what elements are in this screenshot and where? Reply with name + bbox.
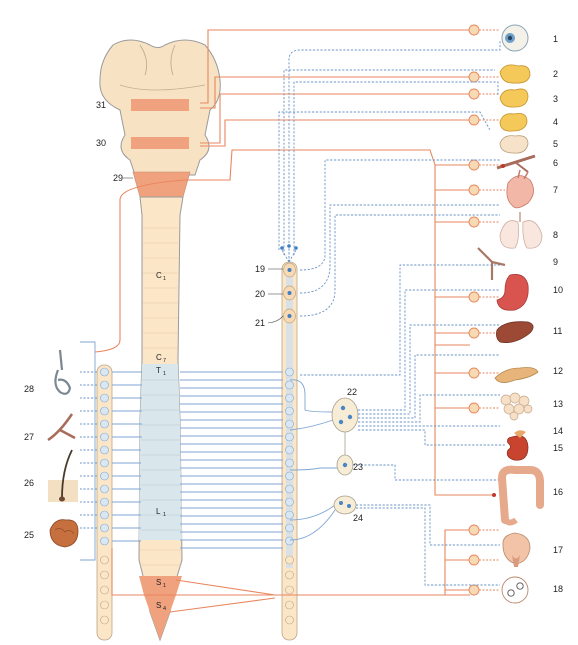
segment-l1-sub: 1 [163, 512, 166, 518]
label-6: 6 [553, 158, 558, 168]
salivary-gland-icon [499, 112, 528, 132]
adrenal-vessel-icon [477, 247, 506, 280]
label-10: 10 [553, 285, 563, 295]
liver-icon [496, 321, 534, 343]
number-labels: 1 2 3 4 5 6 7 8 9 10 11 12 13 14 15 16 1… [24, 34, 563, 594]
pancreas-icon [494, 367, 539, 383]
label-16: 16 [553, 487, 563, 497]
label-21: 21 [255, 318, 265, 328]
kidney-icon [506, 430, 529, 461]
label-28: 28 [24, 384, 34, 394]
sympathetic-postganglionic-fibers [278, 40, 505, 586]
label-1: 1 [553, 34, 558, 44]
label-5: 5 [553, 139, 558, 149]
reproductive-organs-icon [501, 576, 529, 604]
segment-c7: C [156, 353, 162, 362]
sympathetic-preganglionic-fibers [112, 371, 345, 549]
segment-s1: S [156, 578, 161, 587]
hair-follicle-icon [48, 449, 78, 502]
lungs-icon [499, 212, 543, 249]
segment-c7-sub: 7 [163, 358, 166, 364]
label-17: 17 [553, 545, 563, 555]
sympathetic-ganglion-dots [280, 244, 298, 318]
skin-sympathetic-fibers [80, 371, 97, 529]
label-7: 7 [553, 185, 558, 195]
label-14: 14 [553, 426, 563, 436]
lacrimal-gland-icon [499, 64, 531, 84]
heart-icon [506, 169, 534, 209]
arteriole-icon [47, 413, 76, 442]
label-2: 2 [553, 69, 558, 79]
segment-s4: S [156, 601, 161, 610]
colon-icon [492, 465, 544, 526]
spinal-cord [138, 196, 184, 642]
bladder-icon [502, 532, 531, 567]
label-15: 15 [553, 443, 563, 453]
skin-bracket [80, 341, 96, 561]
parasympathetic-fibers [94, 29, 495, 613]
leader-lines [123, 177, 284, 324]
blood-vessel-icon [496, 154, 536, 173]
label-4: 4 [553, 117, 558, 127]
eye-icon [501, 24, 529, 52]
sublingual-gland-icon [499, 135, 529, 154]
label-9: 9 [553, 257, 558, 267]
label-23: 23 [353, 462, 363, 472]
segment-labels: C 1 C 7 T 1 L 1 S 1 S 4 [156, 271, 166, 612]
label-12: 12 [553, 366, 563, 376]
segment-c1-sub: 1 [163, 276, 166, 282]
label-3: 3 [553, 94, 558, 104]
label-13: 13 [553, 399, 563, 409]
label-24: 24 [353, 513, 363, 523]
segment-c1: C [156, 271, 162, 280]
segment-l1: L [156, 507, 161, 516]
label-25: 25 [24, 530, 34, 540]
label-27: 27 [24, 432, 34, 442]
sweat-gland-icon [54, 349, 72, 395]
segment-t1: T [156, 366, 161, 375]
label-26: 26 [24, 478, 34, 488]
left-sympathetic-chain [96, 364, 113, 641]
label-18: 18 [553, 584, 563, 594]
label-20: 20 [255, 289, 265, 299]
label-22: 22 [347, 387, 357, 397]
segment-s4-sub: 4 [163, 606, 166, 612]
segment-t1-sub: 1 [163, 371, 166, 377]
label-29: 29 [113, 173, 123, 183]
intestine-icon [500, 392, 533, 421]
label-11: 11 [553, 326, 562, 336]
segment-s1-sub: 1 [163, 583, 166, 589]
parotid-gland-icon [499, 88, 529, 108]
stomach-icon [496, 274, 529, 311]
right-sympathetic-chain [281, 261, 298, 641]
label-30: 30 [96, 138, 106, 148]
label-19: 19 [255, 264, 265, 274]
adipose-tissue-icon [49, 519, 79, 548]
parasympathetic-ganglia [468, 24, 480, 596]
label-31: 31 [96, 100, 106, 110]
prevertebral-ganglia [331, 397, 359, 515]
label-8: 8 [553, 230, 558, 240]
